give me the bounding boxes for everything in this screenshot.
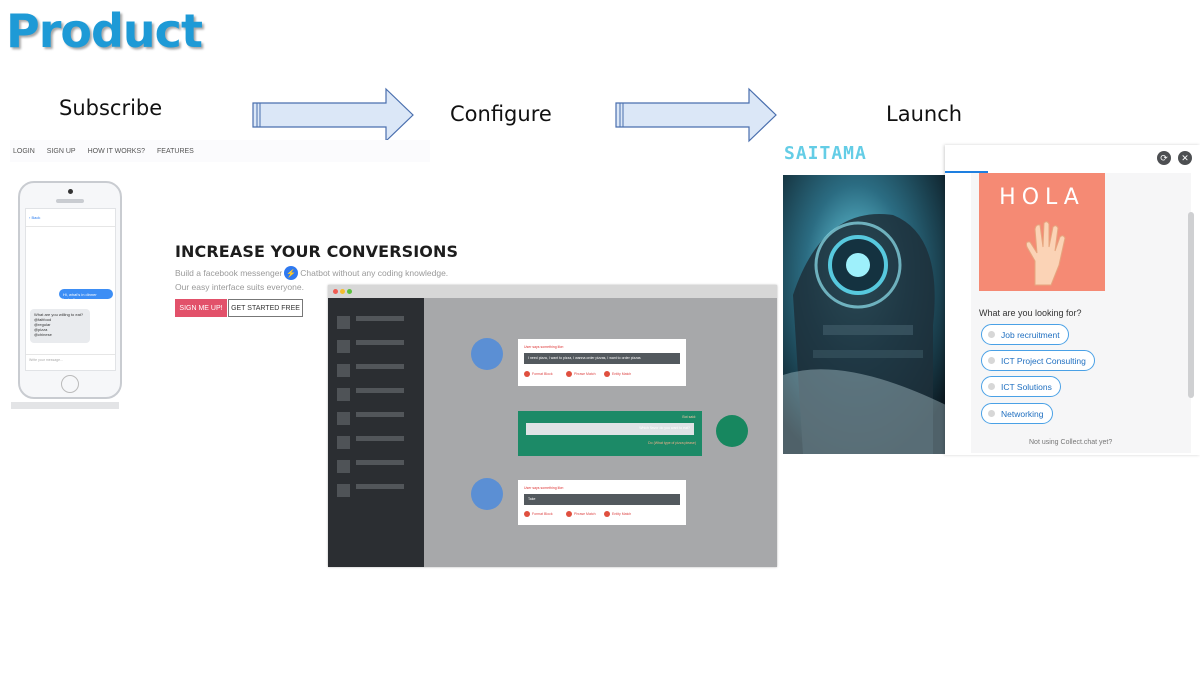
minimize-dot-icon <box>340 289 345 294</box>
bot-line: @pizza <box>34 327 48 332</box>
entity-match-button[interactable]: Entity Match <box>604 371 631 377</box>
phrase-match-button[interactable]: Phrase Match <box>566 511 596 517</box>
sidebar-item[interactable] <box>337 316 350 329</box>
chat-bubble-user: Hi, what's in dinner today? <box>59 289 113 302</box>
phone-camera <box>68 189 73 194</box>
phone-shadow <box>11 402 119 409</box>
sidebar-item <box>356 484 404 489</box>
close-dot-icon <box>333 289 338 294</box>
sidebar-item <box>356 412 404 417</box>
radio-icon <box>988 410 995 417</box>
site-subtitle-2: Our easy interface suits everyone. <box>175 282 304 292</box>
widget-body: HOLA What are you looking for? Job recru… <box>971 173 1191 453</box>
nav-login[interactable]: LOGIN <box>13 147 35 155</box>
phone-home-button <box>61 375 79 393</box>
phone-back-label: Back <box>31 215 41 220</box>
sidebar-item[interactable] <box>337 364 350 377</box>
sidebar-item <box>356 340 404 345</box>
widget-scrollbar[interactable] <box>1188 212 1194 398</box>
phone-mockup: ‹ Back Hi, what's in dinner today? What … <box>18 181 122 399</box>
subtitle-part: Chatbot without any coding knowledge. <box>300 268 449 278</box>
bot-line: @regular <box>34 322 51 327</box>
phone-screen: ‹ Back Hi, what's in dinner today? What … <box>25 208 116 371</box>
subtitle-part: Build a facebook messenger <box>175 268 283 278</box>
card-label: User says something like: <box>524 345 564 349</box>
nav-features[interactable]: FEATURES <box>157 147 194 155</box>
phrase-match-button[interactable]: Phrase Match <box>566 371 596 377</box>
sidebar-item[interactable] <box>337 484 350 497</box>
arrow-right-icon <box>252 87 414 143</box>
nav-signup[interactable]: SIGN UP <box>46 147 76 155</box>
option-ict-solutions[interactable]: ICT Solutions <box>981 376 1061 397</box>
sidebar-item[interactable] <box>337 340 350 353</box>
hola-banner: HOLA <box>979 173 1105 291</box>
robot-illustration <box>783 175 946 454</box>
close-icon[interactable]: ✕ <box>1178 151 1192 165</box>
bot-line: @chinese <box>34 332 52 337</box>
builder-sidebar <box>328 298 424 567</box>
sidebar-item <box>356 388 404 393</box>
option-job-recruitment[interactable]: Job recruitment <box>981 324 1069 345</box>
user-avatar <box>471 478 503 510</box>
builder-window: User says something like: I need pizza, … <box>328 285 777 567</box>
sidebar-item <box>356 316 404 321</box>
phone-header: ‹ Back <box>26 209 115 227</box>
phone-message-input: Write your message... <box>26 354 115 371</box>
waving-hand-icon <box>1025 221 1066 286</box>
refresh-icon[interactable]: ⟳ <box>1157 151 1171 165</box>
widget-footer-link[interactable]: Not using Collect.chat yet? <box>1029 439 1113 446</box>
arrow-right-icon <box>615 87 777 143</box>
widget-question: What are you looking for? <box>979 308 1082 318</box>
option-networking[interactable]: Networking <box>981 403 1053 424</box>
radio-icon <box>988 357 995 364</box>
user-avatar <box>471 338 503 370</box>
chat-bubble-bot: What are you willing to eat? @faitfood @… <box>30 309 90 343</box>
nav-how-it-works[interactable]: HOW IT WORKS? <box>87 147 146 155</box>
hola-text: HOLA <box>999 185 1085 210</box>
messenger-icon: ⚡ <box>284 266 299 280</box>
sidebar-item[interactable] <box>337 436 350 449</box>
window-titlebar <box>328 285 777 298</box>
card-input[interactable]: Which flavor do you want to eat? <box>526 423 694 435</box>
format-block-button[interactable]: Format Block <box>524 371 553 377</box>
sign-me-up-button[interactable]: SIGN ME UP! <box>175 299 227 317</box>
step-configure: Configure <box>450 102 552 126</box>
card-input[interactable]: Take <box>524 494 680 505</box>
widget-tab-indicator <box>945 171 988 173</box>
radio-icon <box>988 383 995 390</box>
card-label: User says something like: <box>524 486 564 490</box>
sidebar-item <box>356 436 404 441</box>
chat-widget: ⟳ ✕ HOLA What are you looking for? Job r… <box>945 145 1200 455</box>
card-label: Bot said: <box>682 415 696 419</box>
site-headline: INCREASE YOUR CONVERSIONS <box>175 242 459 261</box>
phone-speaker <box>56 199 84 203</box>
get-started-button[interactable]: GET STARTED FREE <box>228 299 303 317</box>
maximize-dot-icon <box>347 289 352 294</box>
sidebar-item[interactable] <box>337 412 350 425</box>
sidebar-item <box>356 364 404 369</box>
brand-logo: SAITAMA <box>784 143 867 164</box>
radio-icon <box>988 331 995 338</box>
user-says-card[interactable]: User says something like: I need pizza, … <box>518 339 686 386</box>
bot-line: What are you willing to eat? <box>34 312 84 317</box>
entity-match-button[interactable]: Entity Match <box>604 511 631 517</box>
bot-line: @faitfood <box>34 317 52 322</box>
step-subscribe: Subscribe <box>59 96 163 120</box>
sidebar-item[interactable] <box>337 388 350 401</box>
card-input[interactable]: I need pizza, I want to pizza, I wanna o… <box>524 353 680 364</box>
sidebar-item[interactable] <box>337 460 350 473</box>
page-title: Product <box>6 4 203 58</box>
sidebar-item <box>356 460 404 465</box>
site-subtitle: Build a facebook messenger ⚡ Chatbot wit… <box>175 266 448 280</box>
robot-image <box>783 175 946 454</box>
option-ict-project-consulting[interactable]: ICT Project Consulting <box>981 350 1095 371</box>
step-launch: Launch <box>886 102 963 126</box>
site-nav: LOGIN SIGN UP HOW IT WORKS? FEATURES <box>10 140 430 162</box>
bot-says-card[interactable]: Bot said: Which flavor do you want to ea… <box>518 411 702 456</box>
bot-avatar <box>716 415 748 447</box>
user-says-card[interactable]: User says something like: Take Format Bl… <box>518 480 686 525</box>
format-block-button[interactable]: Format Block <box>524 511 553 517</box>
card-footer: Do (What type of pizza please) <box>648 441 696 445</box>
